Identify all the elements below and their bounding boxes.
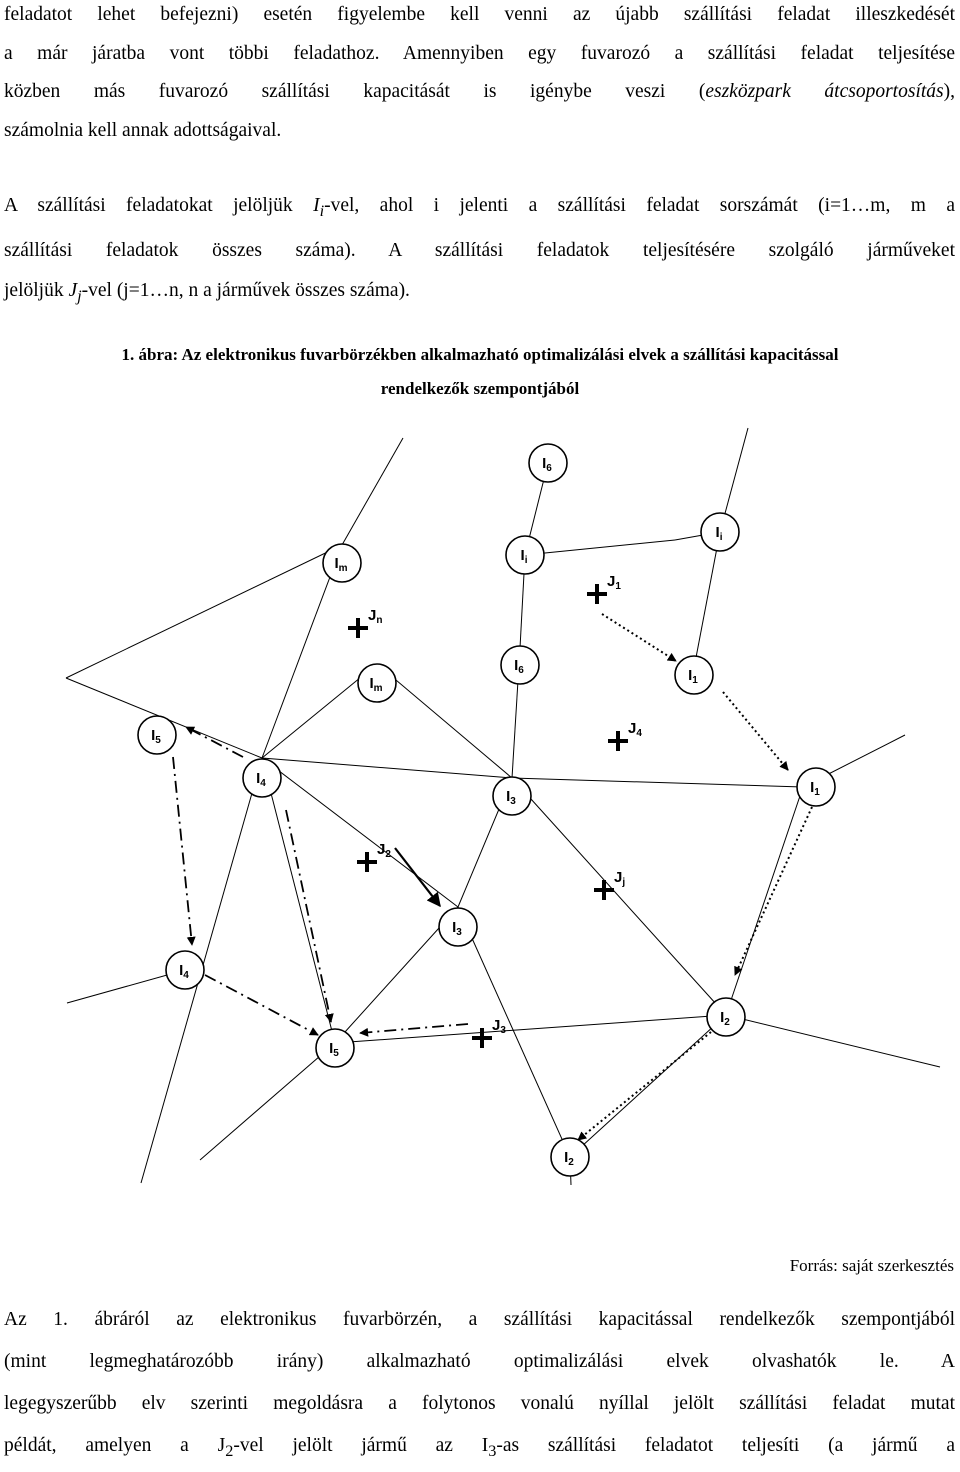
- svg-text:I3: I3: [506, 788, 516, 807]
- node-I4: I4: [242, 758, 282, 798]
- text-line: szállítási feladatok összes száma). A sz…: [4, 240, 955, 262]
- svg-text:I4: I4: [179, 962, 189, 981]
- node-I2: I2: [706, 997, 746, 1037]
- text-line: Az 1. ábráról az elektronikus fuvarbörzé…: [4, 1309, 955, 1330]
- node-Im: Im: [357, 663, 397, 703]
- node-I6: I6: [500, 645, 540, 685]
- text-line: feladatot lehet befejezni) esetén figyel…: [4, 4, 955, 25]
- svg-text:I3: I3: [452, 919, 462, 938]
- svg-text:I5: I5: [329, 1040, 339, 1059]
- node-I1: I1: [796, 767, 836, 807]
- node-I3: I3: [492, 776, 532, 816]
- svg-text:I6: I6: [542, 455, 552, 474]
- vehicle-J3: J3: [472, 1017, 506, 1048]
- text-line: jelöljük Jj-vel (j=1…n, n a járművek öss…: [4, 279, 410, 305]
- vehicle-J2: J2: [357, 841, 391, 872]
- node-I1: I1: [674, 655, 714, 695]
- node-I2: I2: [550, 1137, 590, 1177]
- svg-text:I2: I2: [564, 1149, 574, 1168]
- italic-term: eszközpark átcsoportosítás: [705, 81, 944, 102]
- node-Im: Im: [322, 543, 362, 583]
- text-line: A szállítási feladatokat jelöljük Ii-vel…: [4, 195, 955, 220]
- node-I5: I5: [315, 1028, 355, 1068]
- node-I3: I3: [438, 907, 478, 947]
- text-line: a már járatba vont többi feladathoz. Ame…: [4, 42, 955, 64]
- svg-text:J3: J3: [492, 1017, 506, 1036]
- svg-text:J1: J1: [607, 573, 621, 592]
- figure-source: Forrás: saját szerkesztés: [789, 1256, 954, 1275]
- text-line: számolnia kell annak adottságaival.: [4, 119, 282, 141]
- svg-text:J4: J4: [628, 720, 642, 739]
- svg-text:Jj: Jj: [614, 869, 625, 888]
- svg-text:I2: I2: [720, 1009, 730, 1028]
- vehicle-J4: J4: [608, 720, 642, 751]
- figure-caption: 1. ábra: Az elektronikus fuvarbörzékben …: [121, 345, 839, 398]
- svg-text:Ii: Ii: [521, 547, 528, 566]
- node-I4: I4: [165, 950, 205, 990]
- text-line: (mint legmeghatározóbb irány) alkalmazha…: [4, 1351, 955, 1372]
- node-I6: I6: [528, 443, 568, 483]
- paragraph-1: feladatot lehet befejezni) esetén figyel…: [4, 0, 955, 150]
- vehicle-Jj: Jj: [594, 869, 625, 900]
- text-line: legegyszerűbb elv szerinti megoldásra a …: [4, 1393, 955, 1414]
- svg-text:Ii: Ii: [716, 524, 723, 543]
- paragraph-3: Az 1. ábráról az elektronikus fuvarbörzé…: [4, 1299, 955, 1472]
- svg-text:I6: I6: [514, 657, 524, 676]
- route-arrows: [172, 613, 813, 1141]
- vehicle-J1: J1: [587, 573, 621, 604]
- svg-text:I5: I5: [151, 727, 161, 746]
- paragraph-2: A szállítási feladatokat jelöljük Ii-vel…: [4, 186, 955, 316]
- text-line: közben más fuvarozó szállítási kapacitás…: [4, 81, 955, 102]
- svg-text:I4: I4: [256, 770, 266, 789]
- svg-text:I1: I1: [810, 779, 820, 798]
- vehicle-Jn: Jn: [348, 607, 382, 638]
- text-line: példát, amelyen a J2-vel jelölt jármű az…: [4, 1435, 955, 1460]
- node-Ii: Ii: [505, 535, 545, 575]
- svg-text:Im: Im: [369, 675, 382, 694]
- svg-text:Jn: Jn: [368, 607, 382, 626]
- node-I5: I5: [137, 715, 177, 755]
- svg-text:J2: J2: [377, 841, 391, 860]
- node-Ii: Ii: [700, 512, 740, 552]
- svg-text:I1: I1: [688, 667, 698, 686]
- svg-text:Im: Im: [334, 555, 347, 574]
